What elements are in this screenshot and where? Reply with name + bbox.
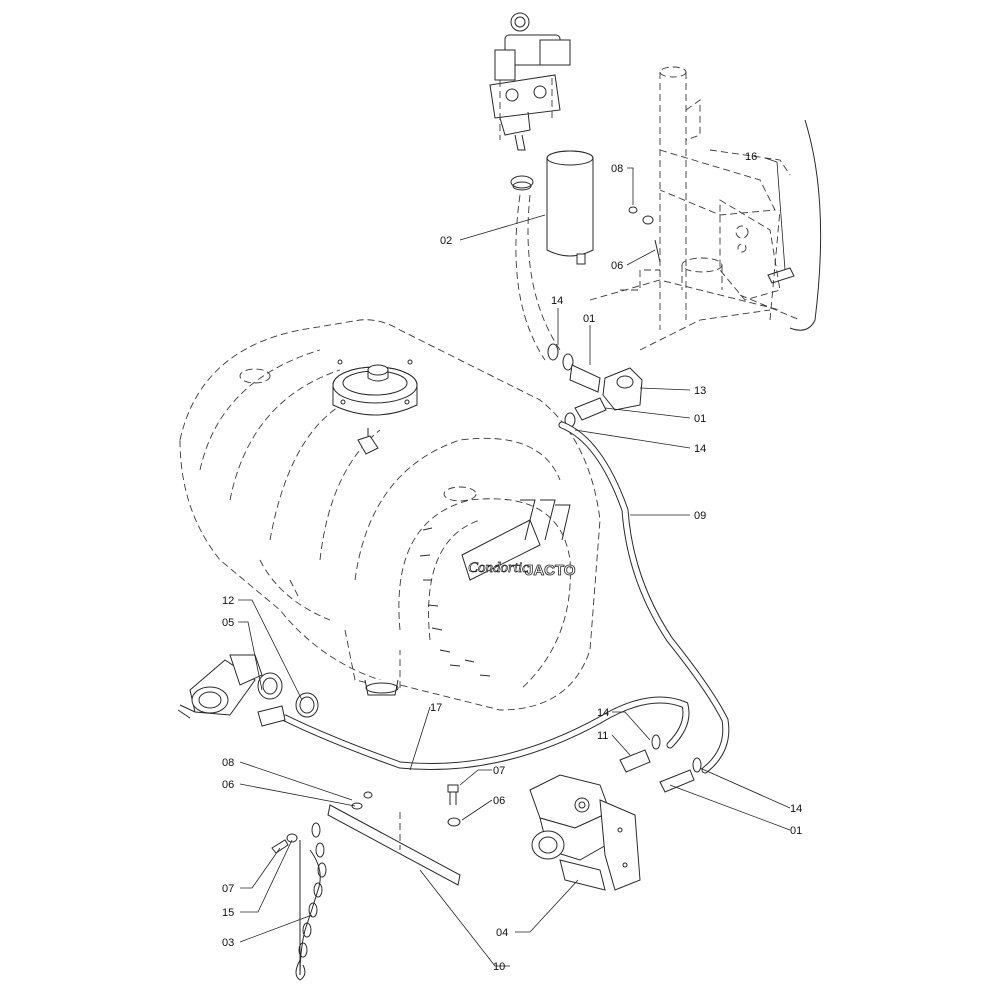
label-08-top: 08 bbox=[611, 163, 623, 175]
washer-top bbox=[628, 206, 661, 263]
top-hose-dashed bbox=[515, 194, 561, 361]
support-bracket bbox=[327, 791, 461, 886]
elbow-fitting-assembly bbox=[547, 343, 643, 411]
chain bbox=[295, 822, 327, 981]
label-17: 17 bbox=[430, 702, 442, 714]
label-05: 05 bbox=[222, 617, 234, 629]
bolt-mid bbox=[447, 784, 461, 827]
mid-coupling bbox=[564, 397, 607, 428]
label-08-low: 08 bbox=[222, 757, 234, 769]
label-15: 15 bbox=[222, 907, 234, 919]
pump bbox=[529, 774, 641, 891]
label-02: 02 bbox=[440, 235, 452, 247]
label-01-right: 01 bbox=[790, 825, 802, 837]
leader-lines bbox=[238, 157, 791, 967]
hose-17 bbox=[281, 696, 690, 771]
label-03: 03 bbox=[222, 937, 234, 949]
label-16-top: 16 bbox=[745, 151, 757, 163]
callout-labels: 16 08 02 06 14 01 13 01 14 09 12 05 17 1… bbox=[222, 151, 802, 973]
pressure-regulator-valve bbox=[489, 12, 571, 151]
tank-brand-text: JACTO bbox=[525, 562, 576, 579]
top-hose-clamp bbox=[510, 175, 534, 191]
mounting-frame bbox=[589, 66, 822, 351]
label-14-right: 14 bbox=[790, 803, 802, 815]
tank: Condortic JACTO bbox=[179, 319, 601, 711]
label-14-top: 14 bbox=[551, 295, 563, 307]
label-14-low: 14 bbox=[597, 707, 609, 719]
label-01-top: 01 bbox=[583, 313, 595, 325]
tank-logo-text: Condortic bbox=[468, 560, 529, 576]
hose-09 bbox=[558, 421, 730, 774]
label-07-left: 07 bbox=[222, 883, 234, 895]
label-06-mid: 06 bbox=[493, 795, 505, 807]
label-14-mid: 14 bbox=[694, 443, 706, 455]
filter-canister bbox=[546, 150, 594, 265]
label-13: 13 bbox=[694, 385, 706, 397]
line-strainer bbox=[177, 654, 319, 727]
bolt-left bbox=[271, 833, 298, 854]
label-12: 12 bbox=[222, 595, 234, 607]
label-11: 11 bbox=[597, 730, 608, 742]
pump-fittings bbox=[619, 734, 702, 793]
label-06-top: 06 bbox=[611, 260, 623, 272]
label-10: 10 bbox=[493, 961, 505, 973]
label-01-mid: 01 bbox=[694, 413, 706, 425]
label-06-low: 06 bbox=[222, 779, 234, 791]
label-04: 04 bbox=[496, 927, 508, 939]
label-09: 09 bbox=[694, 510, 706, 522]
label-07-mid: 07 bbox=[493, 765, 505, 777]
